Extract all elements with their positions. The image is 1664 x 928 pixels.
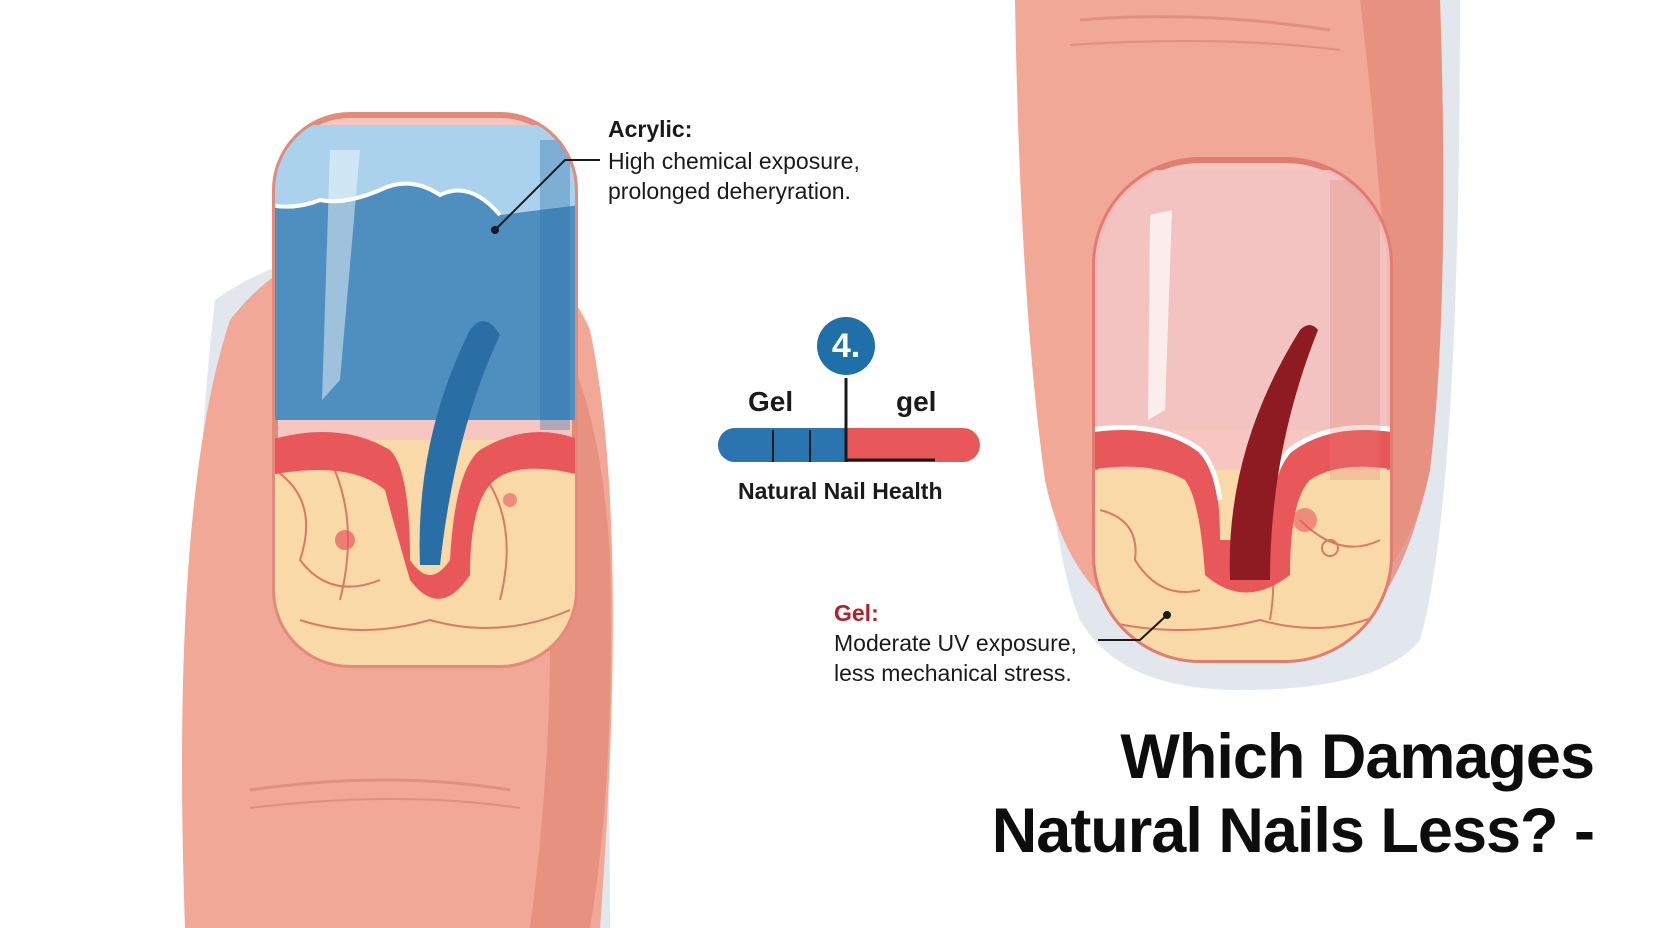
gel-nail-illustration — [1092, 157, 1393, 663]
acrylic-leader-line — [494, 159, 600, 231]
acrylic-nail-illustration — [272, 112, 600, 668]
gel-title: Gel: — [834, 600, 879, 626]
gel-leader-line — [1098, 614, 1168, 641]
scale-left-label: Gel — [748, 386, 794, 417]
headline-line-1: Which Damages — [1120, 722, 1595, 792]
headline-line-2: Natural Nails Less? - — [991, 796, 1595, 866]
headline: Which Damages Natural Nails Less? - — [991, 720, 1595, 868]
acrylic-title: Acrylic: — [608, 116, 693, 142]
step-badge: 4. — [817, 317, 875, 375]
gel-line-1: Moderate UV exposure, — [834, 630, 1077, 656]
acrylic-line-1: High chemical exposure, — [608, 148, 860, 174]
gel-line-2: less mechanical stress. — [834, 660, 1072, 686]
scale-right-label: gel — [896, 386, 937, 417]
acrylic-line-2: prolonged deheryration. — [608, 178, 851, 204]
scale-bar-blue — [718, 428, 846, 462]
scale-title: Natural Nail Health — [738, 478, 943, 504]
nail-health-scale — [718, 378, 980, 462]
